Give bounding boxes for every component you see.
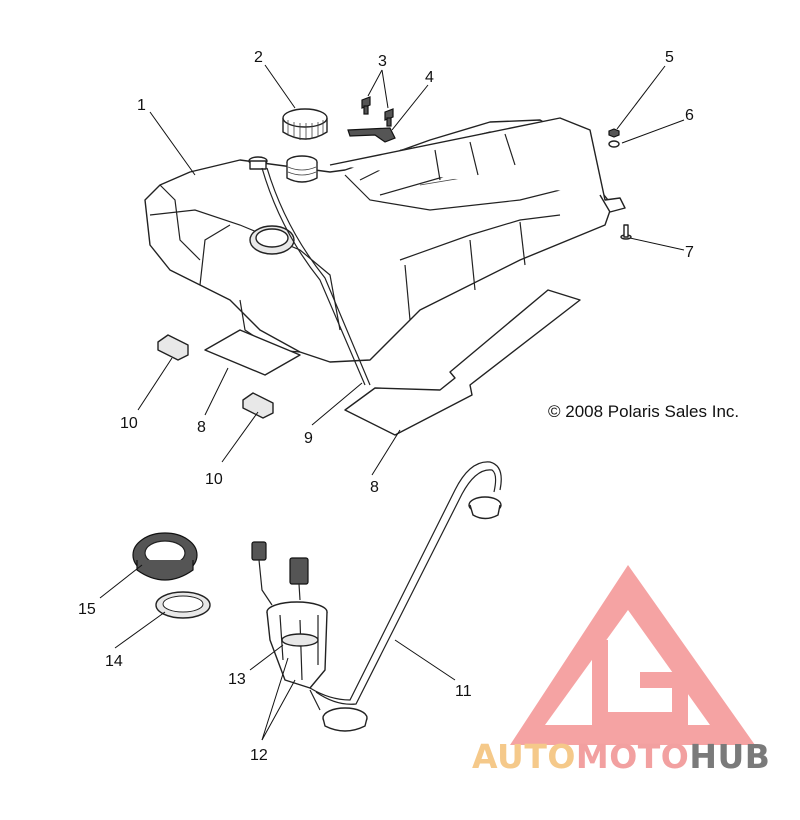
brand-part-auto: AUTO [472,737,576,776]
brand-part-hub: HUB [689,737,770,776]
logo-g-icon [592,640,688,728]
copyright-text: © 2008 Polaris Sales Inc. [548,402,739,421]
vent-hose-edge [266,167,371,386]
lock-ring [132,532,198,581]
fuel-line-assembly [309,461,502,732]
washer [608,140,620,148]
callout-9: 9 [304,430,313,447]
vent-hose [261,167,366,386]
fuel-pump-assembly [251,541,328,689]
callout-10-lower: 10 [205,471,223,488]
brand-part-moto: MOTO [576,737,689,776]
callout-15: 15 [78,601,96,618]
callout-7: 7 [685,244,694,261]
mount-bolt [620,224,632,240]
callout-2: 2 [254,49,263,66]
bumper-block-1 [157,334,189,361]
pump-gasket [155,591,211,619]
tank-bracket [347,127,396,143]
callout-11: 11 [455,683,472,700]
tank-pad-large [344,289,581,436]
callout-3: 3 [378,53,387,70]
bolt-pair [361,96,394,127]
callout-6: 6 [685,107,694,124]
vent-fitting [248,156,268,170]
fuel-tank [144,117,626,363]
callout-1: 1 [137,97,146,114]
filler-neck [286,155,318,183]
leader-lines [99,64,685,741]
callout-13: 13 [228,671,246,688]
bumper-block-2 [242,392,274,419]
tank-pad-small [204,329,301,376]
callout-8-large-pad: 8 [370,479,379,496]
logo-triangle-icon [510,565,755,745]
callout-4: 4 [425,69,434,86]
watermark-brand: AUTOMOTOHUB [472,737,770,776]
callout-5: 5 [665,49,674,66]
callout-12: 12 [250,747,268,764]
callout-labels: 1 2 3 4 5 6 7 8 8 9 10 10 11 12 13 14 15 [78,49,694,764]
callout-14: 14 [105,653,123,670]
pump-opening [249,225,295,255]
nut [608,128,620,138]
watermark-logo-icon [510,565,755,745]
callout-8-small-pad: 8 [197,419,206,436]
callout-10-upper: 10 [120,415,138,432]
fuel-cap [282,108,328,140]
